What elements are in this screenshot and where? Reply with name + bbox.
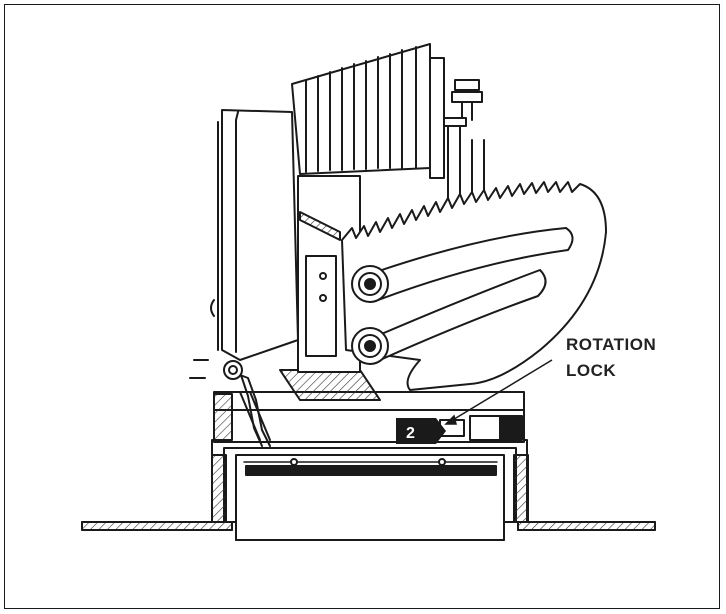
heat-sink	[291, 43, 445, 179]
reflector-housing	[210, 109, 299, 361]
step-number: 2	[406, 425, 415, 442]
trim-housing	[211, 439, 529, 541]
callout-line-1: ROTATION	[566, 335, 656, 354]
spring-clip	[189, 359, 271, 447]
callout-leader	[444, 359, 553, 425]
ceiling-flange	[81, 521, 656, 531]
callout-label: ROTATION LOCK	[566, 335, 656, 380]
pivot-knob-upper	[351, 265, 389, 303]
step-badge: 2	[396, 418, 446, 444]
tilt-arm	[341, 181, 607, 391]
callout-line-2: LOCK	[566, 361, 616, 380]
pivot-knob-lower	[351, 327, 389, 365]
diagram-frame	[4, 4, 720, 609]
base-plate	[213, 369, 525, 443]
